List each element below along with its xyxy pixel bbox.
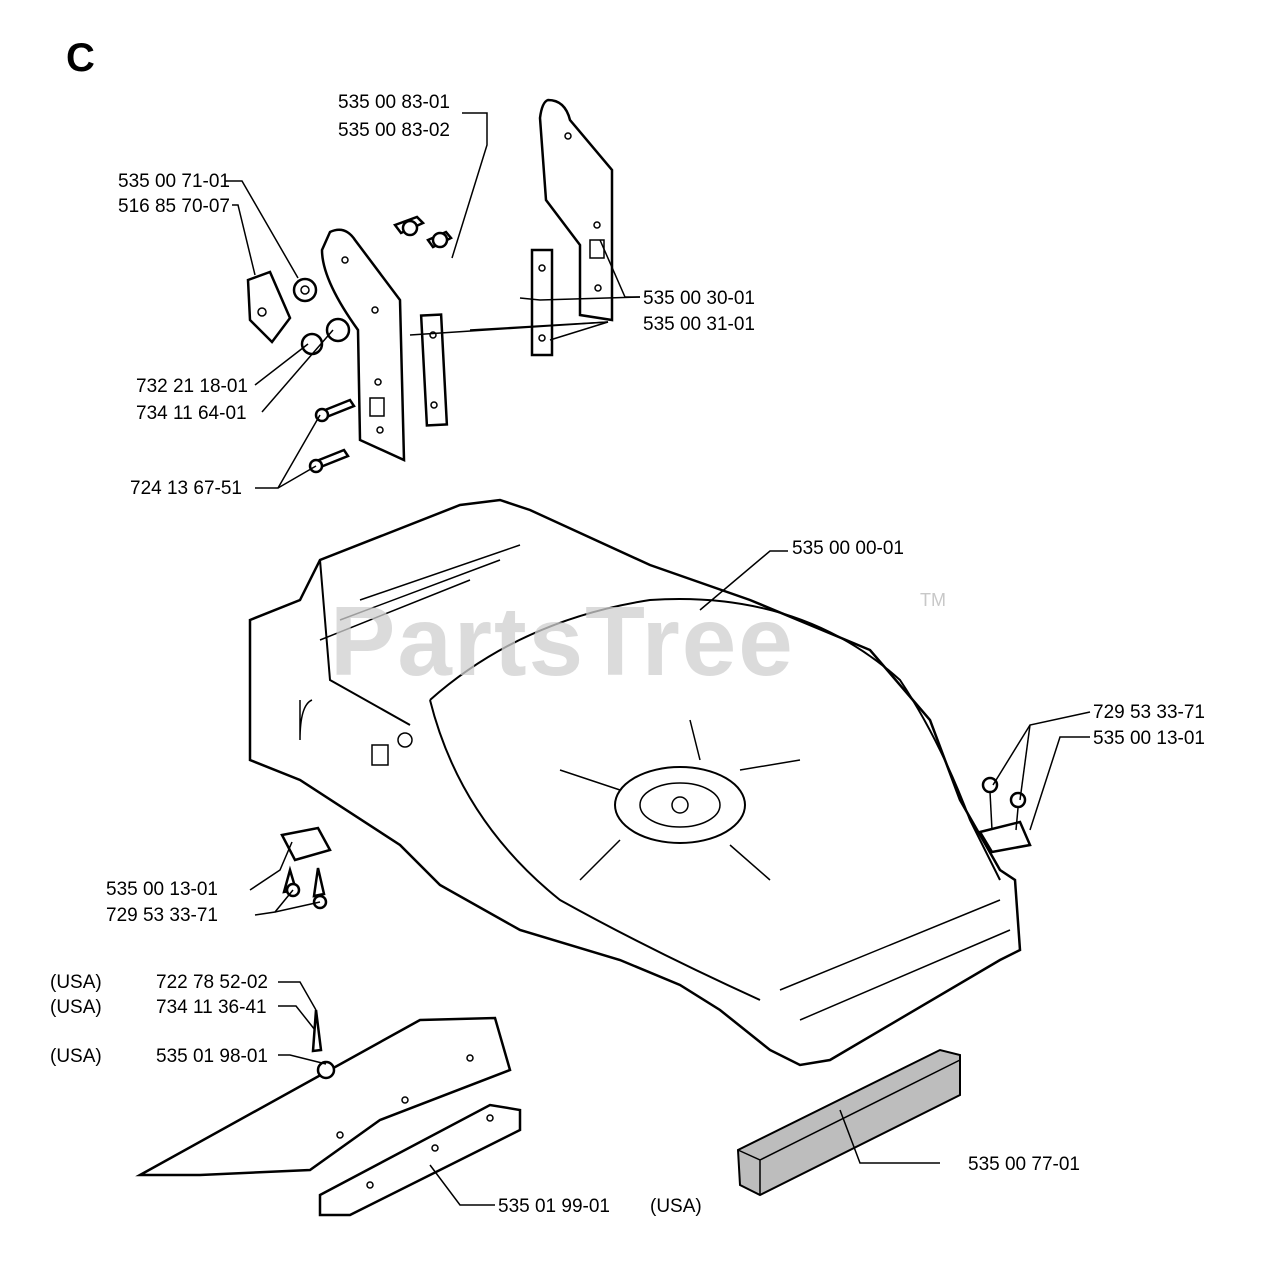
section-letter: C xyxy=(66,36,95,80)
knob-plate xyxy=(246,270,292,344)
part-label-724136751: 724 13 67-51 xyxy=(130,478,242,499)
usa-note-2: (USA) xyxy=(50,997,102,1018)
sponge-strip xyxy=(736,1048,961,1197)
clip-right xyxy=(978,776,1032,854)
mower-deck-housing xyxy=(248,498,1022,1067)
part-label-535008302: 535 00 83-02 xyxy=(338,120,450,141)
part-label-722785202: 722 78 52-02 xyxy=(156,972,268,993)
usa-note-3: (USA) xyxy=(50,1046,102,1067)
handle-bracket-right xyxy=(538,98,614,322)
trademark-symbol: TM xyxy=(920,590,946,610)
part-label-535019901: 535 01 99-01 xyxy=(498,1196,610,1217)
bolt-usa xyxy=(311,1009,336,1080)
part-label-535007701: 535 00 77-01 xyxy=(968,1154,1080,1175)
watermark-text: PartsTree xyxy=(330,586,795,696)
clip-left xyxy=(280,826,332,910)
part-label-734113641: 734 11 36-41 xyxy=(156,997,267,1018)
usa-note-1: (USA) xyxy=(50,972,102,993)
guard-plate xyxy=(135,1016,512,1177)
part-label-535000001: 535 00 00-01 xyxy=(792,538,904,559)
leader-lines xyxy=(225,112,1091,1206)
spacer-plate-left xyxy=(419,313,449,427)
part-label-729533371-left: 729 53 33-71 xyxy=(106,905,218,926)
part-label-535001301-left: 535 00 13-01 xyxy=(106,879,218,900)
screws-top xyxy=(308,215,453,474)
part-label-535003001: 535 00 30-01 xyxy=(643,288,755,309)
part-label-729533371-right: 729 53 33-71 xyxy=(1093,702,1205,723)
guard-rail xyxy=(318,1103,522,1217)
usa-note-4: (USA) xyxy=(650,1196,702,1217)
part-label-535007101: 535 00 71-01 xyxy=(118,171,230,192)
spacer-plate-right xyxy=(530,248,554,357)
part-label-535008301: 535 00 83-01 xyxy=(338,92,450,113)
part-label-535001301-right: 535 00 13-01 xyxy=(1093,728,1205,749)
part-label-734116401: 734 11 64-01 xyxy=(136,403,247,424)
part-label-516857007: 516 85 70-07 xyxy=(118,196,230,217)
handle-bracket-left xyxy=(320,228,406,462)
part-label-732211801: 732 21 18-01 xyxy=(136,376,248,397)
part-label-535019801: 535 01 98-01 xyxy=(156,1046,268,1067)
part-label-535003101: 535 00 31-01 xyxy=(643,314,755,335)
